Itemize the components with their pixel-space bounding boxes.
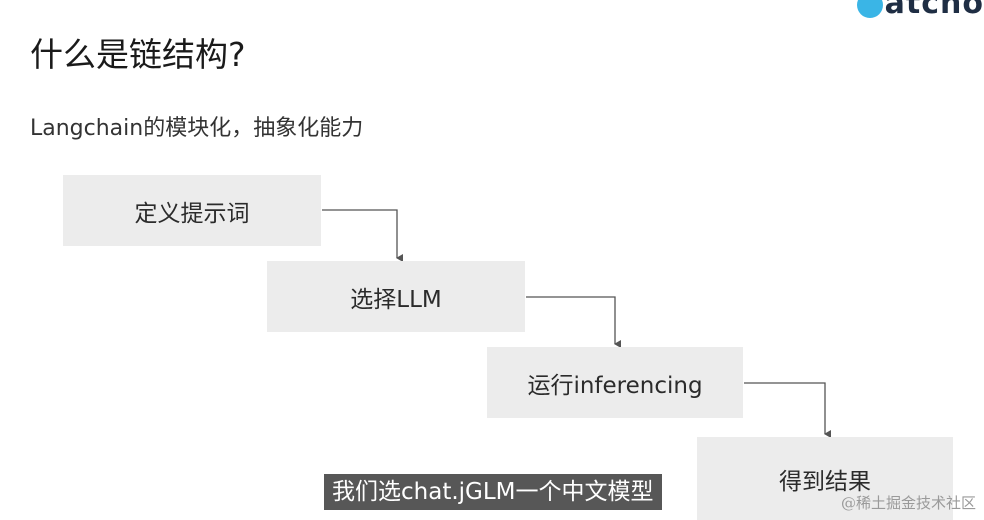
slide-subtitle: Langchain的模块化，抽象化能力 <box>30 116 364 141</box>
connector-1-2 <box>322 209 403 262</box>
flow-step-label: 定义提示词 <box>134 200 250 227</box>
slide-title: 什么是链结构? <box>30 35 246 74</box>
logo-text: atcho <box>884 0 984 21</box>
connector-2-3 <box>526 296 621 348</box>
flow-step-label: 运行inferencing <box>527 372 703 399</box>
flow-step-define-prompt: 定义提示词 <box>63 175 321 246</box>
watermark: @稀土掘金技术社区 <box>840 494 976 512</box>
brand-logo: atcho <box>856 0 984 21</box>
flow-step-select-llm: 选择LLM <box>267 261 525 332</box>
video-subtitle-caption: 我们选chat.jGLM一个中文模型 <box>324 474 662 510</box>
flow-step-label: 选择LLM <box>350 286 442 313</box>
logo-mark-icon <box>856 0 883 18</box>
connector-3-4 <box>744 382 831 438</box>
flow-step-label: 得到结果 <box>779 468 871 495</box>
flow-step-get-result: 得到结果 <box>697 437 953 520</box>
flow-step-run-inferencing: 运行inferencing <box>487 347 743 418</box>
